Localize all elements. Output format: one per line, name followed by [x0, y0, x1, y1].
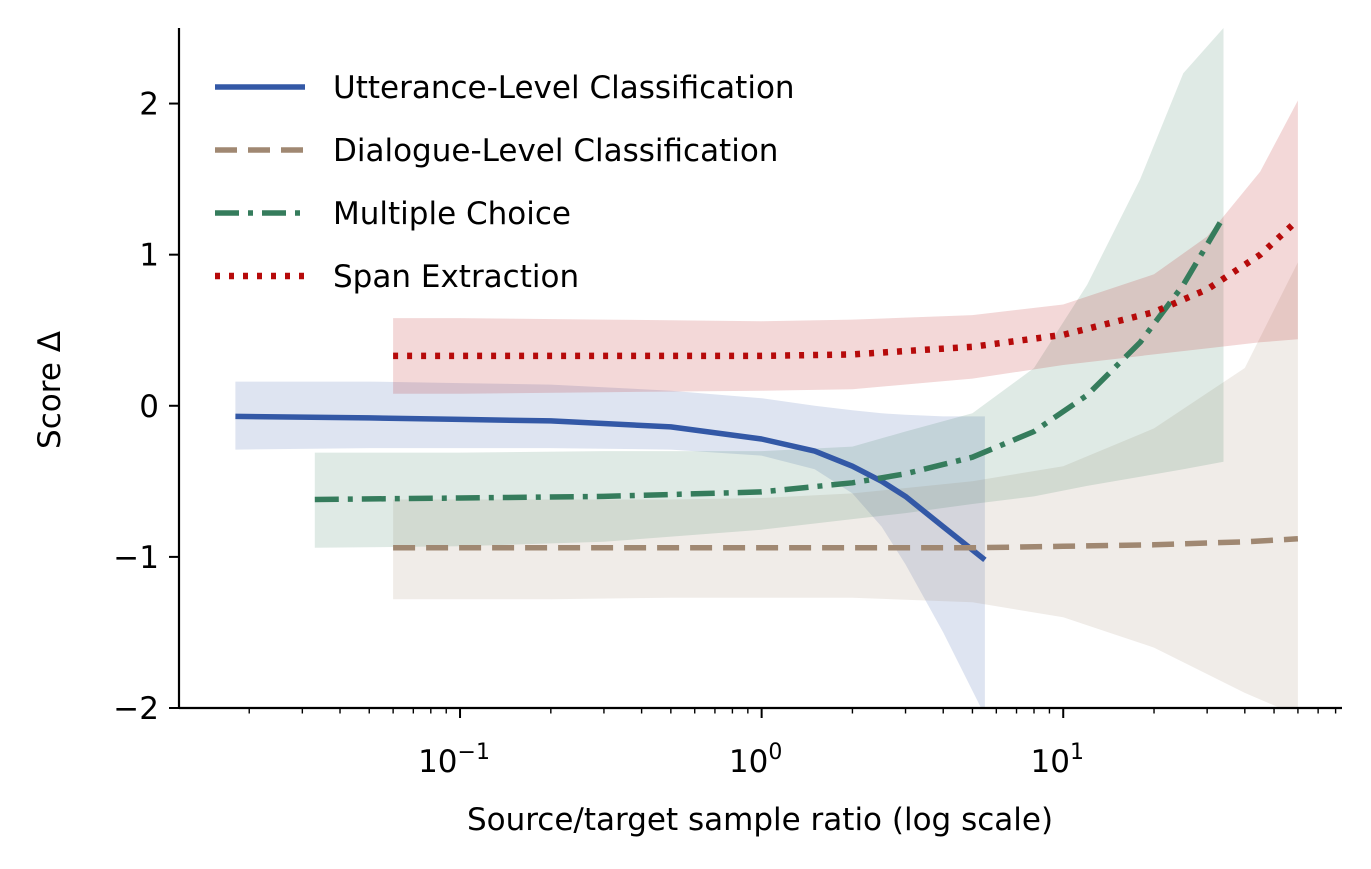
legend-label-span-extraction: Span Extraction: [333, 259, 579, 295]
legend: Utterance-Level ClassificationDialogue-L…: [215, 70, 795, 295]
axes: [177, 28, 1342, 710]
y-tick-label: 0: [139, 389, 159, 425]
x-tick-label: 10−1: [418, 740, 490, 780]
band-utterance-level-classification: [235, 381, 985, 708]
legend-label-dialogue-level-classification: Dialogue-Level Classification: [333, 133, 778, 169]
series-lines: [235, 215, 1301, 563]
legend-label-multiple-choice: Multiple Choice: [333, 196, 571, 232]
x-tick-label: 101: [1031, 740, 1084, 780]
y-tick-label: 2: [139, 87, 159, 123]
line-multiple-choice: [314, 215, 1226, 503]
x-axis-label: Source/target sample ratio (log scale): [467, 802, 1053, 838]
y-tick-label: −2: [113, 691, 159, 727]
line-utterance-level-classification: [235, 413, 987, 563]
y-ticks: −2 −1 0 1 2: [113, 87, 179, 727]
band-multiple-choice: [314, 28, 1224, 548]
line-span-extraction: [393, 217, 1301, 360]
x-ticks: 10−1 100 101: [248, 708, 1337, 780]
x-tick-label: 100: [729, 740, 782, 780]
y-tick-label: 1: [139, 238, 159, 274]
y-axis-label: Score Δ: [32, 331, 68, 449]
band-span-extraction: [393, 100, 1298, 394]
confidence-bands: [235, 28, 1298, 708]
y-tick-label: −1: [113, 540, 159, 576]
legend-label-utterance-level-classification: Utterance-Level Classification: [333, 70, 795, 106]
band-dialogue-level-classification: [393, 262, 1298, 708]
